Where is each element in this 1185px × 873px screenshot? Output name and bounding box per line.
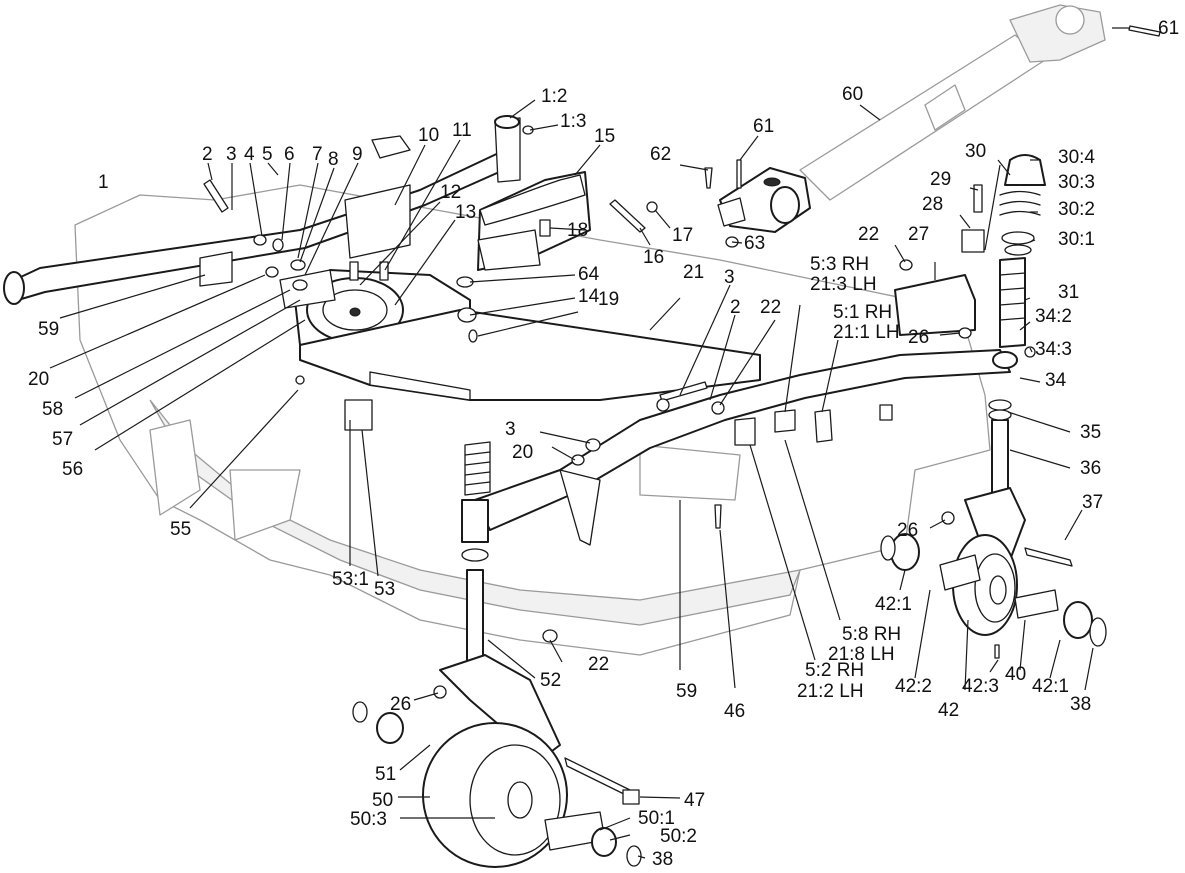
callout-26-right: 26 [897, 520, 918, 541]
callout-42-3: 42:3 [962, 676, 999, 697]
callout-51: 51 [375, 764, 396, 785]
callout-40: 40 [1005, 664, 1026, 685]
callout-15: 15 [594, 126, 615, 147]
callout-21-8-lh: 21:8 LH [828, 644, 895, 665]
callout-53: 53 [374, 579, 395, 600]
callout-6: 6 [284, 144, 295, 165]
callout-2: 2 [202, 144, 213, 165]
callout-4: 4 [244, 144, 255, 165]
callout-14: 14 [578, 286, 600, 307]
callout-59-low: 59 [676, 681, 697, 702]
callout-26-left: 26 [390, 694, 411, 715]
main-push-frame [474, 349, 1018, 546]
callout-46: 46 [724, 701, 745, 722]
callout-2-mid: 2 [730, 297, 741, 318]
callout-57: 57 [52, 429, 73, 450]
callout-19: 19 [598, 289, 619, 310]
right-support-bracket [894, 154, 1046, 348]
right-caster-wheel [880, 533, 1107, 647]
callout-50-2: 50:2 [660, 826, 697, 847]
callout-9: 9 [352, 144, 363, 165]
callout-20: 20 [28, 369, 49, 390]
leader-lines [49, 27, 1130, 859]
callout-21-2-lh: 21:2 LH [797, 681, 864, 702]
callout-20-low: 20 [512, 442, 533, 463]
callout-10: 10 [418, 125, 439, 146]
callout-11: 11 [452, 120, 472, 141]
callout-31: 31 [1058, 282, 1079, 303]
callout-36: 36 [1080, 458, 1101, 479]
belt-cover [477, 171, 591, 271]
callout-29: 29 [930, 169, 951, 190]
hardware [203, 25, 1161, 699]
callout-30-4: 30:4 [1058, 147, 1095, 168]
callout-50: 50 [372, 790, 393, 811]
callout-34-3: 34:3 [1035, 339, 1072, 360]
callout-1-2: 1:2 [541, 86, 567, 107]
callout-61: 61 [753, 116, 774, 137]
callout-63: 63 [744, 233, 765, 254]
callout-5-1-rh: 5:1 RH [833, 302, 892, 323]
callout-16: 16 [643, 247, 664, 268]
rear-link-arm [3, 115, 521, 305]
callout-61-end: 61 [1158, 18, 1179, 39]
callout-58: 58 [42, 399, 63, 420]
callout-17: 17 [672, 225, 693, 246]
left-caster-assembly [352, 441, 642, 868]
callout-22-low: 22 [588, 654, 609, 675]
callout-56: 56 [62, 459, 83, 480]
callout-1-3: 1:3 [560, 111, 586, 132]
callout-42-1-right: 42:1 [1032, 676, 1069, 697]
callout-labels: 1:2 1:3 2 3 4 5 6 7 8 9 10 11 12 13 15 1… [28, 18, 1179, 870]
callout-7: 7 [312, 144, 323, 165]
callout-38-low: 38 [652, 849, 673, 870]
callout-3-low: 3 [505, 419, 516, 440]
callout-26: 26 [908, 327, 929, 348]
callout-27: 27 [908, 224, 929, 245]
callout-30-2: 30:2 [1058, 199, 1095, 220]
callout-59: 59 [38, 319, 59, 340]
callout-30-1: 30:1 [1058, 229, 1095, 250]
callout-5-2-rh: 5:2 RH [805, 660, 864, 681]
callout-38: 38 [1070, 694, 1091, 715]
callout-5-3-rh: 5:3 RH [810, 254, 869, 275]
drive-shaft [717, 4, 1106, 233]
callout-21: 21 [683, 262, 704, 283]
callout-34: 34 [1045, 370, 1067, 391]
callout-47: 47 [684, 790, 705, 811]
callout-42-2: 42:2 [895, 676, 932, 697]
callout-5-8-rh: 5:8 RH [842, 624, 901, 645]
callout-28: 28 [922, 194, 943, 215]
callout-3: 3 [226, 144, 237, 165]
callout-30-3: 30:3 [1058, 172, 1095, 193]
callout-55: 55 [170, 519, 191, 540]
callout-21-3-lh: 21:3 LH [810, 274, 877, 295]
callout-22: 22 [858, 224, 879, 245]
callout-22-mid: 22 [760, 297, 781, 318]
callout-12: 12 [440, 182, 461, 203]
callout-50-3: 50:3 [350, 809, 387, 830]
deck-top-plate [299, 309, 761, 401]
callout-30: 30 [965, 141, 986, 162]
callout-5: 5 [262, 144, 273, 165]
callout-8: 8 [328, 149, 339, 170]
callout-62: 62 [650, 144, 671, 165]
callout-13: 13 [455, 202, 476, 223]
callout-52: 52 [540, 670, 561, 691]
callout-50-1: 50:1 [638, 808, 675, 829]
callout-42-1: 42:1 [875, 594, 912, 615]
callout-18: 18 [567, 220, 588, 241]
callout-53-1: 53:1 [332, 569, 369, 590]
callout-1: 1 [98, 172, 109, 193]
callout-37: 37 [1082, 492, 1103, 513]
callout-42: 42 [938, 700, 959, 721]
callout-35: 35 [1080, 422, 1101, 443]
callout-21-1-lh: 21:1 LH [833, 322, 900, 343]
callout-34-2: 34:2 [1035, 306, 1072, 327]
callout-60: 60 [842, 84, 863, 105]
callout-64: 64 [578, 264, 600, 285]
callout-3-mid: 3 [724, 267, 735, 288]
